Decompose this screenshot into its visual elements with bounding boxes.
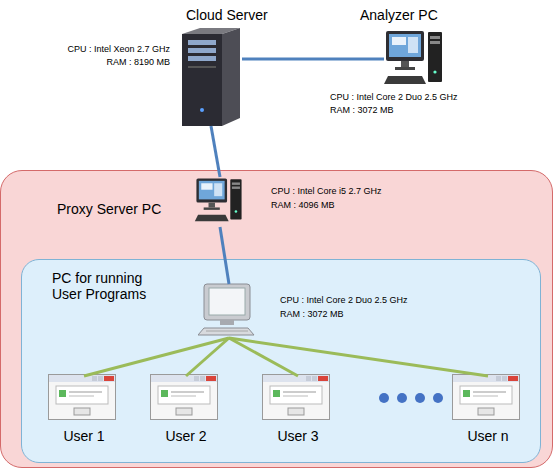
spec-text: RAM : 8190 MB [106,57,170,67]
node-title: Analyzer PC [360,7,438,23]
region-title: PC for running User Programs [52,270,172,302]
node-title: Cloud Server [186,7,268,23]
user-pc-region: PC for running User ProgramsCPU : Intel … [21,259,541,463]
user-label: User n [454,428,522,444]
spec-text: CPU : Intel Xeon 2.7 GHz [67,44,170,54]
user-label: User 1 [50,428,118,444]
spec-text: CPU : Intel Core i5 2.7 GHz [271,186,382,196]
proxy-region: Proxy Server PC CPU : Intel Core i5 2.7 G… [0,170,553,468]
user-label: User 3 [264,428,332,444]
spec-text: RAM : 4096 MB [271,200,335,210]
spec-text: RAM : 3072 MB [280,309,344,319]
region-title: Proxy Server PC [57,201,161,217]
network-link [242,58,384,61]
user-label: User 2 [152,428,220,444]
spec-text: CPU : Intel Core 2 Duo 2.5 GHz [280,295,408,305]
spec-text: RAM : 3072 MB [330,105,394,115]
spec-text: CPU : Intel Core 2 Duo 2.5 GHz [330,92,458,102]
